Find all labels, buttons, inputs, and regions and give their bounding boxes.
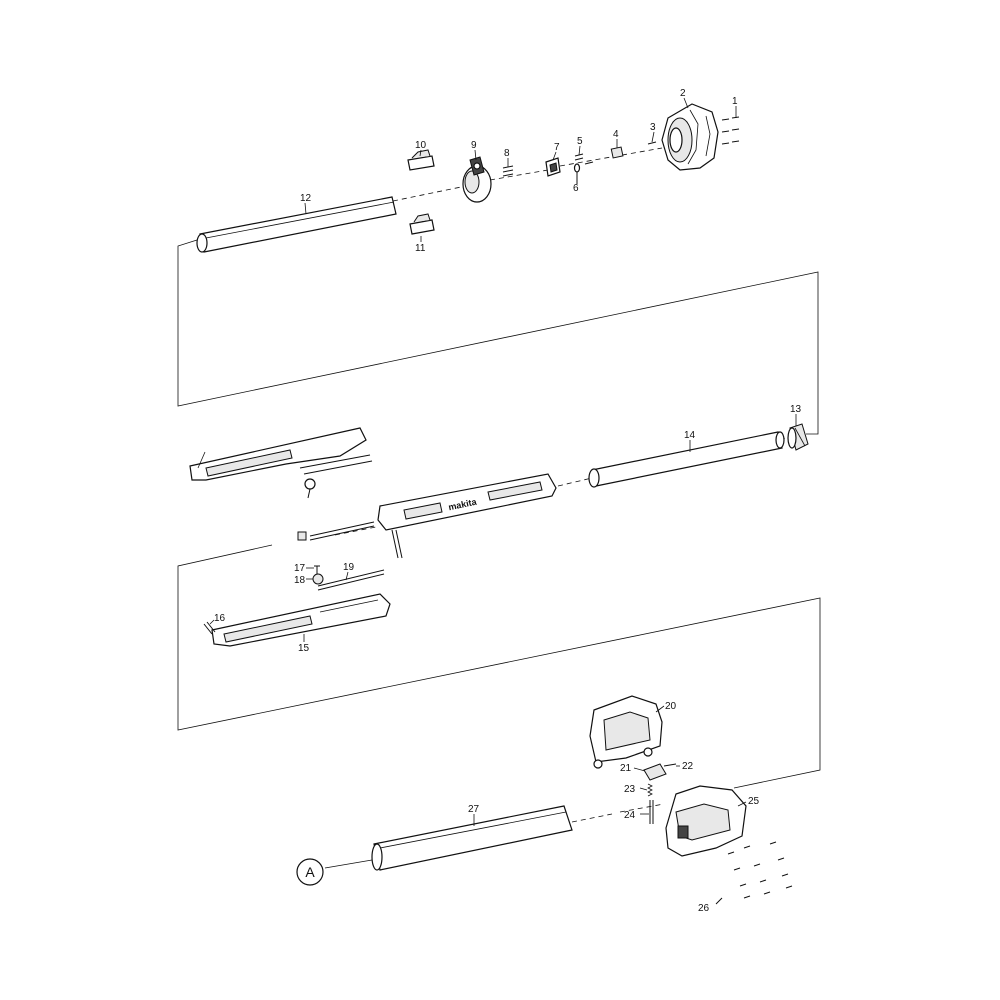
part-16-pin <box>203 621 216 635</box>
part-26-screw-set <box>715 841 793 905</box>
reference-marker-a: A <box>296 858 324 886</box>
part-21-lever <box>643 763 667 781</box>
callout-23: 23 <box>624 784 636 795</box>
part-10-clip <box>407 149 435 171</box>
housing-half-upper <box>189 427 373 499</box>
callout-9: 9 <box>471 140 477 151</box>
leader-lines <box>209 97 797 826</box>
part-22-screw <box>663 763 677 767</box>
part-11-clip <box>409 213 435 235</box>
callout-4: 4 <box>613 129 619 140</box>
part-1-screw-set <box>721 116 740 145</box>
part-25-handle-housing <box>665 785 747 857</box>
part-20-handle-half <box>589 695 663 769</box>
callout-6: 6 <box>573 183 579 194</box>
callout-12: 12 <box>300 193 312 204</box>
callout-labels: 1 2 3 4 5 6 7 8 9 10 11 12 13 14 15 16 1… <box>214 88 802 914</box>
callout-26: 26 <box>698 903 710 914</box>
part-19-rod <box>317 569 385 591</box>
part-18-knob <box>312 573 324 585</box>
part-2-fan-housing <box>661 103 719 171</box>
callout-7: 7 <box>554 142 560 153</box>
part-17-screw <box>314 565 320 574</box>
callout-14: 14 <box>684 430 696 441</box>
callout-3: 3 <box>650 122 656 133</box>
assembly-guide-lines <box>177 147 821 869</box>
main-housing: makita <box>377 473 557 559</box>
part-14-tube <box>588 431 785 488</box>
part-24-shaft <box>649 800 654 824</box>
rod-assembly <box>297 521 375 541</box>
callout-13: 13 <box>790 404 802 415</box>
callout-16: 16 <box>214 613 226 624</box>
part-9-collar <box>462 156 492 203</box>
callout-5: 5 <box>577 136 583 147</box>
callout-22: 22 <box>682 761 694 772</box>
callout-27: 27 <box>468 804 480 815</box>
part-12-tube <box>196 196 397 253</box>
callout-24: 24 <box>624 810 636 821</box>
part-8-screws <box>502 165 514 177</box>
callout-21: 21 <box>620 763 632 774</box>
part-15-housing-half <box>211 593 391 647</box>
callout-15: 15 <box>298 643 310 654</box>
part-4-nut <box>610 146 624 159</box>
reference-marker-label: A <box>305 864 315 880</box>
callout-10: 10 <box>415 140 427 151</box>
callout-2: 2 <box>680 88 686 99</box>
callout-25: 25 <box>748 796 760 807</box>
part-7-bracket <box>545 157 561 177</box>
callout-17: 17 <box>294 563 306 574</box>
part-23-spring <box>647 783 653 797</box>
callout-8: 8 <box>504 148 510 159</box>
part-6-pin <box>573 163 581 184</box>
callout-20: 20 <box>665 701 677 712</box>
callout-1: 1 <box>732 96 738 107</box>
part-3-screw <box>647 141 657 145</box>
part-27-nozzle <box>371 805 573 871</box>
part-13-end-cap <box>787 423 809 451</box>
callout-18: 18 <box>294 575 306 586</box>
callout-11: 11 <box>415 243 426 254</box>
callout-19: 19 <box>343 562 355 573</box>
